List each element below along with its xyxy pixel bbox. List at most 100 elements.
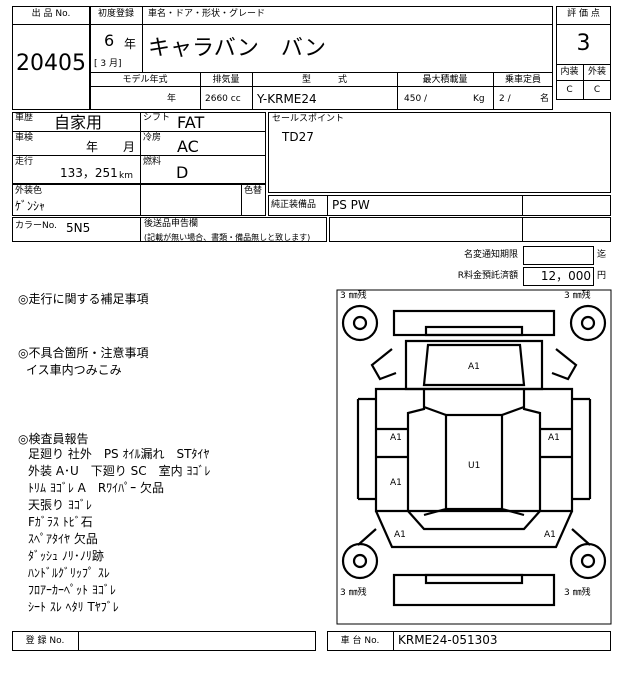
inspector-line: ﾊﾝﾄﾞﾙｸﾞﾘｯﾌﾟ ｽﾚ <box>28 566 110 580</box>
tire-tl-label: 3 ㎜残 <box>340 289 367 301</box>
tire-br-label: 3 ㎜残 <box>564 586 591 598</box>
fuel-value: D <box>176 163 189 182</box>
name-change-unit: 迄 <box>597 250 607 260</box>
defects-title: ◎不具合箇所・注意事項 <box>18 346 149 360</box>
tire-bl-label: 3 ㎜残 <box>340 586 367 598</box>
chassis-no-label: 車 台 No. <box>340 636 380 646</box>
displacement: 2660 cc <box>205 94 241 104</box>
color-no-label: カラーNo. <box>15 221 57 231</box>
equipment-box <box>268 195 611 216</box>
first-reg-year-unit: 年 <box>124 37 137 51</box>
model-year-unit: 年 <box>167 94 177 104</box>
reg-no-label: 登 録 No. <box>25 636 65 646</box>
lot-number: 20405 <box>16 51 86 76</box>
ext-color-value: ｹﾞﾝｼｬ <box>15 199 46 213</box>
color-no-value: 5N5 <box>66 221 91 235</box>
inspector-line: ﾌﾛｱｰｶｰﾍﾟｯﾄ ﾖｺﾞﾚ <box>28 583 116 597</box>
history-label: 車歴 <box>15 113 34 123</box>
ac-label: 冷房 <box>143 133 162 143</box>
driving-notes-title: ◎走行に関する補足事項 <box>18 292 149 306</box>
mark-roof: U1 <box>468 461 480 471</box>
model-year-label: モデル年式 <box>122 75 168 85</box>
recycle-value: 12，000 <box>540 269 591 283</box>
mark-left-door: A1 <box>390 433 402 443</box>
tire-front-right <box>569 304 607 342</box>
car-name-label: 車名・ドア・形状・グレード <box>148 9 266 19</box>
first-reg-month: [ 3 月] <box>94 59 122 69</box>
inspector-line: ﾀﾞｯｼｭ ﾉﾘ･ﾉﾘ跡 <box>28 549 104 563</box>
equipment-label: 純正装備品 <box>271 200 317 210</box>
color-no-box <box>12 217 327 242</box>
inspector-title: ◎検査員報告 <box>18 432 89 446</box>
recycle-label: R料金預託済額 <box>457 271 518 281</box>
exterior-grade: C <box>593 85 601 95</box>
defects-text: イス車内つみこみ <box>26 363 122 377</box>
inspection-month: 月 <box>123 140 136 154</box>
car-name: キャラバン バン <box>148 36 326 61</box>
sales-point-box <box>268 112 611 193</box>
max-load: 450 / <box>404 94 428 104</box>
inspector-line: 外装 A･U 下廻り SC 室内 ﾖｺﾞﾚ <box>28 464 211 478</box>
inspector-line: ｼｰﾄ ｽﾚ ﾍﾀﾘ Tﾔﾌﾞﾚ <box>28 600 119 614</box>
inspection-label: 車検 <box>15 133 34 143</box>
shift-value: FAT <box>177 113 205 132</box>
mark-right-door: A1 <box>548 433 560 443</box>
blank-box <box>329 217 611 242</box>
tire-rear-right <box>569 542 607 580</box>
mileage-label: 走行 <box>15 157 34 167</box>
tire-tr-label: 3 ㎜残 <box>564 289 591 301</box>
mark-hood: A1 <box>468 362 480 372</box>
header-main-box <box>90 6 553 110</box>
chassis-no: KRME24-051303 <box>398 633 498 647</box>
max-load-label: 最大積載量 <box>422 75 468 85</box>
inspector-lines: 足廻り 社外 PS ｵｲﾙ漏れ STﾀｲﾔ 外装 A･U 下廻り SC 室内 ﾖ… <box>28 446 210 616</box>
history-value: 自家用 <box>54 113 103 132</box>
inspector-line: Fｶﾞﾗｽ ﾄﾋﾞ石 <box>28 515 93 529</box>
max-load-unit: Kg <box>473 94 485 104</box>
model-type: Y-KRME24 <box>257 92 317 106</box>
score-label: 評 価 点 <box>567 9 600 19</box>
car-diagram: 3 ㎜残 3 ㎜残 3 ㎜残 3 ㎜残 A1 A1 A1 A1 U1 A1 A1 <box>336 289 612 625</box>
chassis-no-box <box>327 631 611 651</box>
ac-value: AC <box>177 137 199 156</box>
tire-rear-left <box>341 542 379 580</box>
mileage-unit: km <box>119 171 133 181</box>
repaint-label: 色替 <box>244 186 263 196</box>
exterior-label: 外装 <box>587 67 606 77</box>
sales-point-label: セールスポイント <box>272 114 345 124</box>
mark-left-rear: A1 <box>390 478 402 488</box>
inspection-year: 年 <box>86 140 99 154</box>
lot-number-box <box>12 6 90 110</box>
capacity-unit: 名 <box>540 94 550 104</box>
recycle-box <box>523 267 594 286</box>
capacity-label: 乗車定員 <box>504 75 541 85</box>
score-value: 3 <box>576 31 591 56</box>
sales-point-text: TD27 <box>282 130 314 144</box>
first-reg-year: 6 <box>104 31 115 50</box>
recycle-unit: 円 <box>597 271 607 281</box>
name-change-label: 名変通知期限 <box>463 250 518 260</box>
fuel-label: 燃料 <box>143 157 162 167</box>
capacity: 2 / <box>499 94 511 104</box>
mileage-value: 133，251 <box>60 166 118 180</box>
docs-note: (記載が無い場合、書類・備品無しと致します) <box>144 233 311 242</box>
inspector-line: 足廻り 社外 PS ｵｲﾙ漏れ STﾀｲﾔ <box>28 447 210 461</box>
lot-label: 出 品 No. <box>31 9 71 19</box>
first-reg-label: 初度登録 <box>97 9 134 19</box>
tire-front-left <box>341 304 379 342</box>
mark-left-qtr: A1 <box>394 530 406 540</box>
mark-right-qtr: A1 <box>544 530 556 540</box>
inspector-line: ﾄﾘﾑ ﾖｺﾞﾚ A Rﾜｲﾊﾟｰ 欠品 <box>28 481 164 495</box>
inspector-line: ｽﾍﾟｱﾀｲﾔ 欠品 <box>28 532 98 546</box>
reg-no-box <box>12 631 316 651</box>
docs-label: 後送品申告欄 <box>144 219 199 229</box>
ext-color-label: 外装色 <box>15 186 43 196</box>
type-label: 型 式 <box>301 75 347 85</box>
equipment-value: PS PW <box>332 198 370 212</box>
inspector-line: 天張り ﾖｺﾞﾚ <box>28 498 92 512</box>
shift-label: シフト <box>143 113 171 123</box>
interior-label: 内装 <box>560 67 579 77</box>
ext-color-box <box>12 184 266 216</box>
interior-grade: C <box>566 85 573 95</box>
name-change-box <box>523 246 594 265</box>
